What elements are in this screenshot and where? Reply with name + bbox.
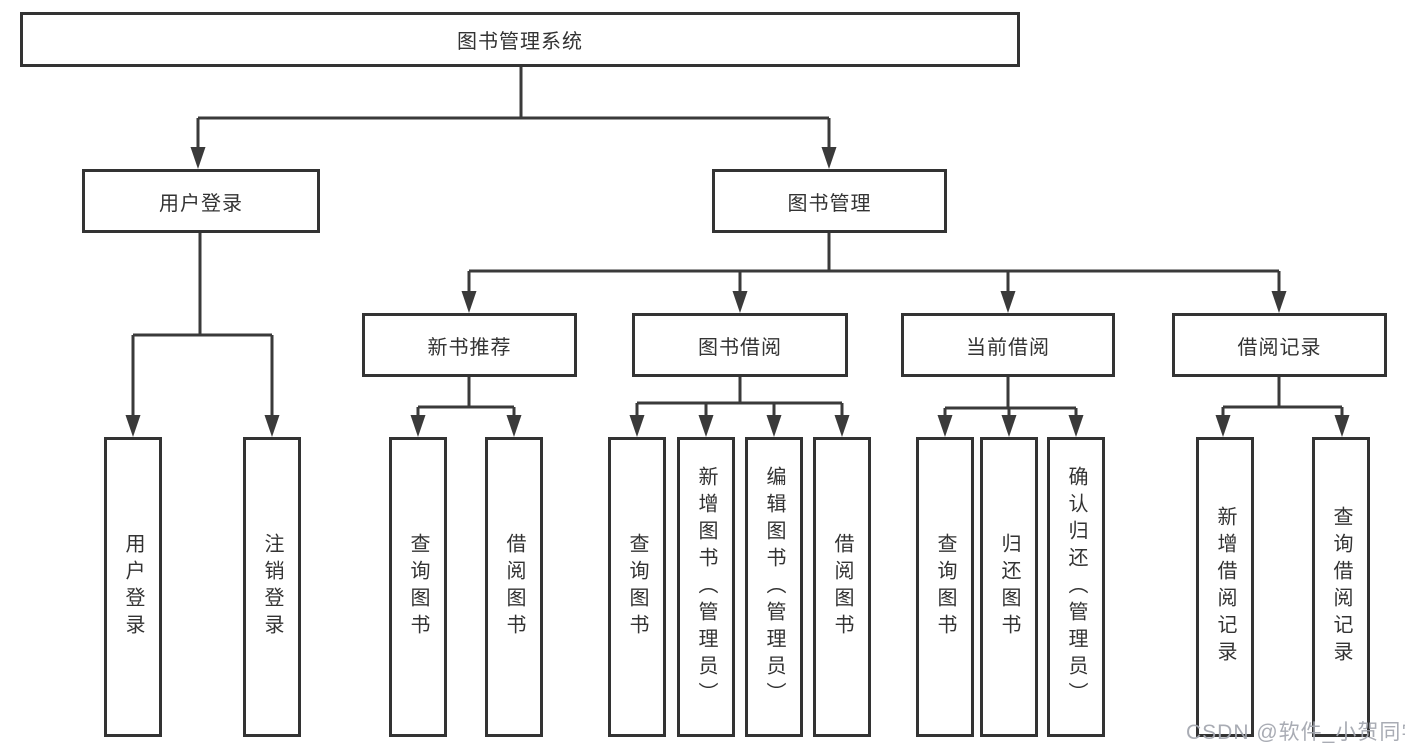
leaf-borrow-books-newbooks: 借阅图书	[485, 437, 543, 737]
node-new-book-recommend: 新书推荐	[362, 313, 577, 377]
leaf-add-borrow-record: 新增借阅记录	[1196, 437, 1254, 737]
leaf-user-login: 用户登录	[104, 437, 162, 737]
connector-bookborrow-to-leaves	[629, 377, 850, 437]
leaf-confirm-return-admin: 确认归还（管理员）	[1047, 437, 1105, 737]
leaf-query-books-current: 查询图书	[916, 437, 974, 737]
connector-userlogin-to-leaves	[125, 233, 280, 437]
connector-borrowrecords-to-leaves	[1215, 377, 1350, 437]
leaf-query-books-newbooks: 查询图书	[389, 437, 447, 737]
connector-newbooks-to-leaves	[410, 377, 522, 437]
node-current-borrowing: 当前借阅	[901, 313, 1115, 377]
csdn-watermark: CSDN @软件_小贺同学	[1186, 721, 1405, 744]
connector-root-to-level2	[190, 67, 837, 169]
connector-bookmgmt-to-level3	[461, 233, 1287, 313]
node-borrowing-records: 借阅记录	[1172, 313, 1387, 377]
leaf-query-borrow-record: 查询借阅记录	[1312, 437, 1370, 737]
node-book-management: 图书管理	[712, 169, 947, 233]
node-user-login: 用户登录	[82, 169, 320, 233]
leaf-edit-books-admin: 编辑图书（管理员）	[745, 437, 803, 737]
leaf-query-books-borrow: 查询图书	[608, 437, 666, 737]
node-book-borrowing: 图书借阅	[632, 313, 848, 377]
leaf-add-books-admin: 新增图书（管理员）	[677, 437, 735, 737]
leaf-logout: 注销登录	[243, 437, 301, 737]
leaf-borrow-books: 借阅图书	[813, 437, 871, 737]
leaf-return-books: 归还图书	[980, 437, 1038, 737]
connector-currentborrow-to-leaves	[937, 377, 1084, 437]
node-root-system: 图书管理系统	[20, 12, 1020, 67]
